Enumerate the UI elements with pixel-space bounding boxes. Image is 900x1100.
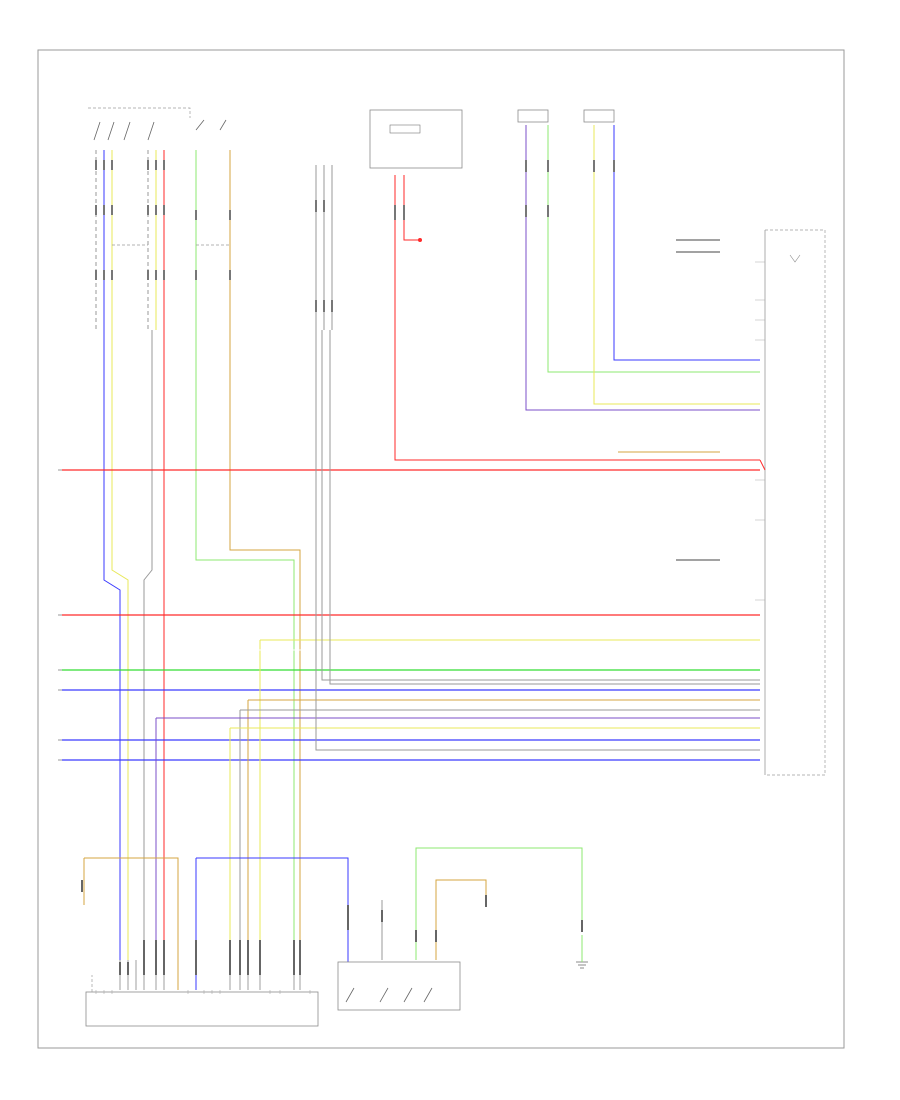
right-module-outline (765, 229, 826, 776)
fuse-red-feed (394, 175, 760, 461)
sensor-a-box (517, 109, 549, 123)
bottom-switch-box (337, 961, 461, 1011)
fuse-box (369, 109, 463, 190)
bottom-right-feeds (415, 847, 583, 960)
fuse-red-feed-b (403, 175, 420, 241)
right-module (618, 229, 826, 776)
ground-symbol (576, 935, 588, 969)
bottom-left-module (81, 857, 349, 1027)
fuse-box-outline (369, 109, 463, 169)
bottom-left-module-box (85, 991, 319, 1027)
top-right-sensor-b (583, 109, 760, 405)
bus-left-pins (58, 469, 62, 761)
secondary-wires (155, 330, 766, 960)
top-left-switch-group (88, 107, 227, 141)
top-left-connectors (95, 160, 231, 280)
diagram-frame (37, 49, 845, 1049)
sensor-b-box (583, 109, 615, 123)
top-left-vertical-wires (95, 150, 301, 960)
top-right-sensor-a (517, 109, 760, 411)
bottom-switch (337, 900, 461, 1011)
horizontal-bus (62, 469, 760, 761)
switch-group-outline (88, 107, 191, 118)
top-center-module (315, 165, 333, 330)
